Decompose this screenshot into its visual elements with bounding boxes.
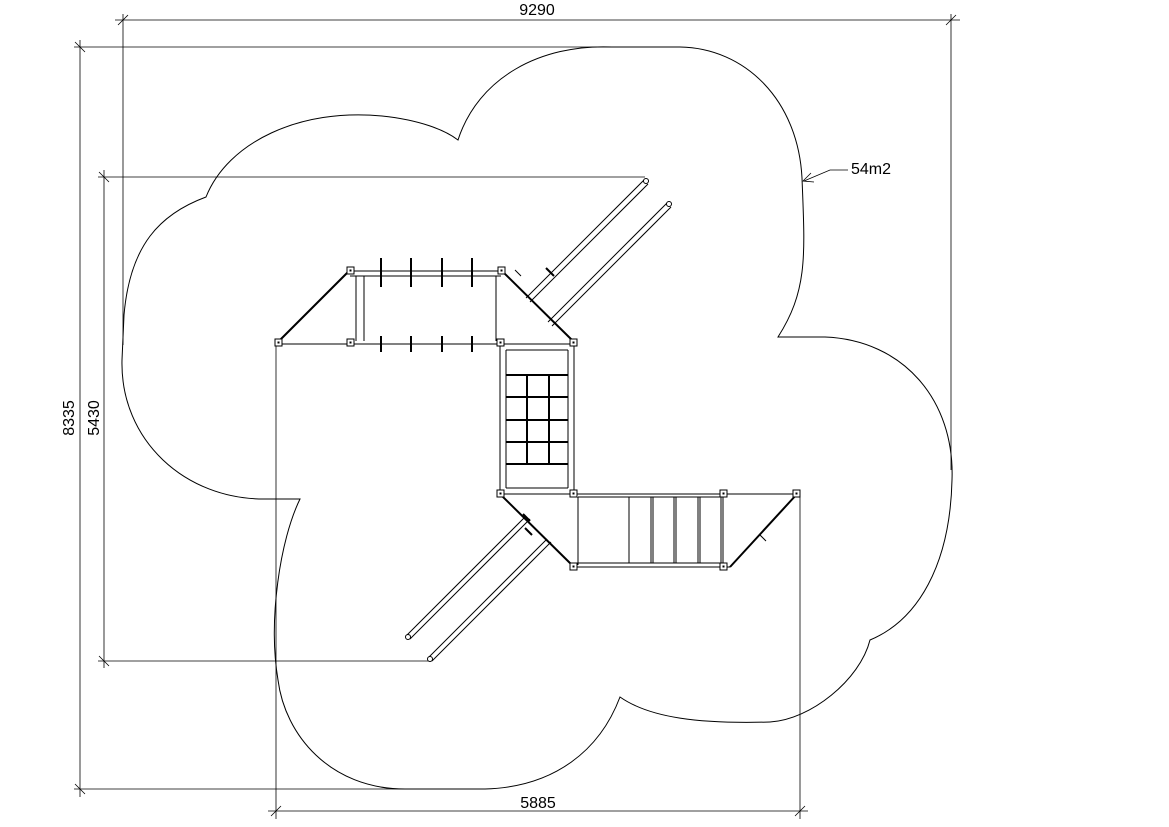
overall-height-label: 8335 bbox=[61, 400, 78, 436]
support-posts bbox=[274, 266, 801, 571]
overall-width-label: 9290 bbox=[519, 2, 555, 19]
dimension-equipment-height: 5430 bbox=[86, 170, 645, 668]
ladder-bridge-module bbox=[574, 493, 798, 568]
area-annotation: 54m2 bbox=[802, 161, 891, 183]
monkey-bar-rungs bbox=[380, 258, 473, 352]
safety-area-label: 54m2 bbox=[851, 161, 891, 178]
dimension-overall-height: 8335 bbox=[61, 40, 680, 797]
safety-zone-outline bbox=[121, 46, 953, 790]
monkey-bars-module bbox=[277, 258, 575, 352]
lower-slide-rails bbox=[405, 493, 575, 662]
equipment-width-label: 5885 bbox=[520, 795, 556, 812]
ladder-panels bbox=[628, 496, 722, 564]
upper-slide-rails bbox=[525, 178, 672, 327]
dimension-overall-width: 9290 bbox=[115, 2, 960, 470]
climbing-net bbox=[505, 374, 569, 465]
net-tower-module bbox=[499, 343, 575, 495]
equipment-height-label: 5430 bbox=[86, 400, 103, 436]
dimension-equipment-width: 5885 bbox=[268, 343, 808, 819]
